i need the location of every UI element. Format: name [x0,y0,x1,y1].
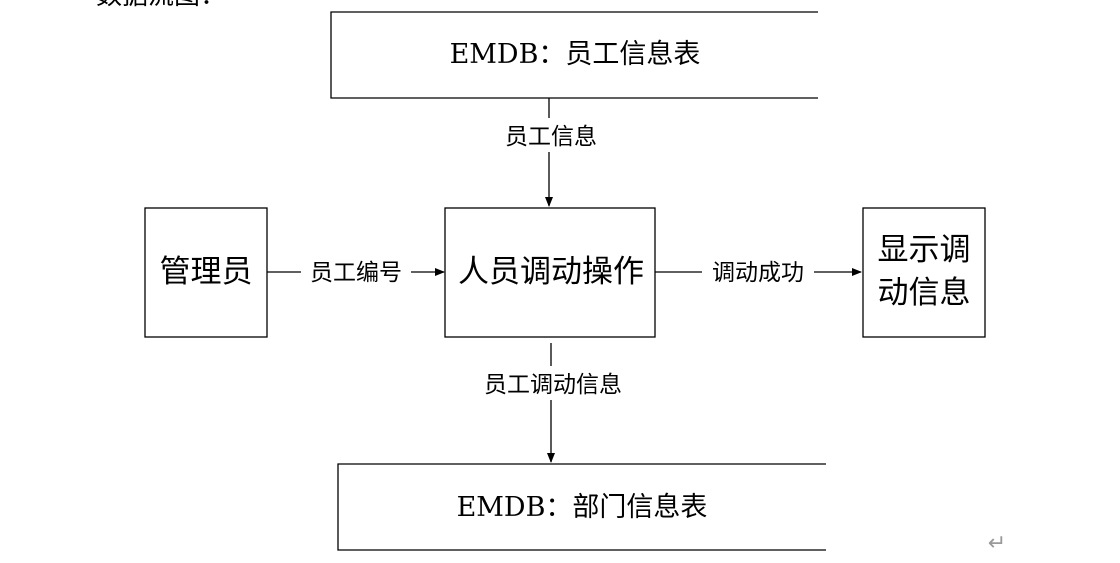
process-personnel-transfer-label: 人员调动操作 [458,254,644,290]
entity-display-label-line1: 显示调 [878,232,971,268]
data-store-employee-info-label: EMDB：员工信息表 [450,39,701,70]
paragraph-mark-icon: ↵ [988,531,1006,556]
flow-label-bg [470,366,636,400]
data-store-department-info-label: EMDB：部门信息表 [457,492,708,523]
flow-label-transfer-success: 调动成功 [712,260,804,286]
entity-display-label-line2: 动信息 [878,275,971,311]
flow-label-bg [496,118,606,152]
data-store-department-info: EMDB：部门信息表 [337,463,826,551]
flow-label-employee-info: 员工信息 [505,124,597,150]
flow-label-employee-transfer-info: 员工调动信息 [484,372,622,398]
entity-admin-label: 管理员 [160,254,253,290]
flow-label-bg [301,252,411,286]
entity-display-transfer-info: 显示调 动信息 [862,207,986,338]
data-store-employee-info: EMDB：员工信息表 [330,11,818,99]
flow-label-bg [702,252,814,286]
entity-admin: 管理员 [144,207,268,338]
flow-label-employee-number: 员工编号 [310,260,402,286]
heading-fragment: 数据流图： [96,0,226,11]
process-personnel-transfer: 人员调动操作 [444,207,656,338]
